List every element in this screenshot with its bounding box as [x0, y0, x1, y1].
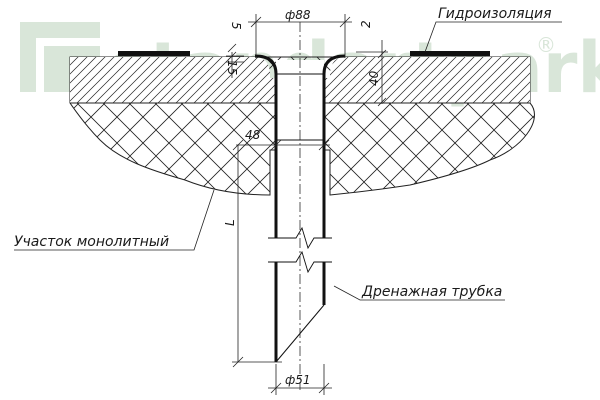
dim-offset-40: 40: [367, 70, 381, 86]
dimension-lines: [226, 14, 388, 395]
dim-length: L: [223, 219, 237, 226]
leader-lines: [14, 21, 562, 301]
label-drain-tube: Дренажная трубка: [361, 284, 502, 300]
dim-offset-2: 2: [359, 20, 373, 28]
dim-offset-15: 15: [225, 60, 239, 75]
dim-offset-5: 5: [229, 22, 243, 30]
dim-top-diameter: ф88: [285, 8, 311, 22]
label-monolithic-section: Участок монолитный: [14, 234, 169, 250]
monolithic-body: [69, 56, 535, 196]
trademark-symbol: ®: [536, 33, 556, 57]
waterproofing-membrane: [118, 51, 490, 56]
dim-inner-depth: 48: [245, 128, 261, 142]
dim-bottom-diameter: ф51: [285, 373, 311, 387]
drain-tube: [254, 22, 346, 390]
label-waterproofing: Гидроизоляция: [438, 6, 552, 22]
